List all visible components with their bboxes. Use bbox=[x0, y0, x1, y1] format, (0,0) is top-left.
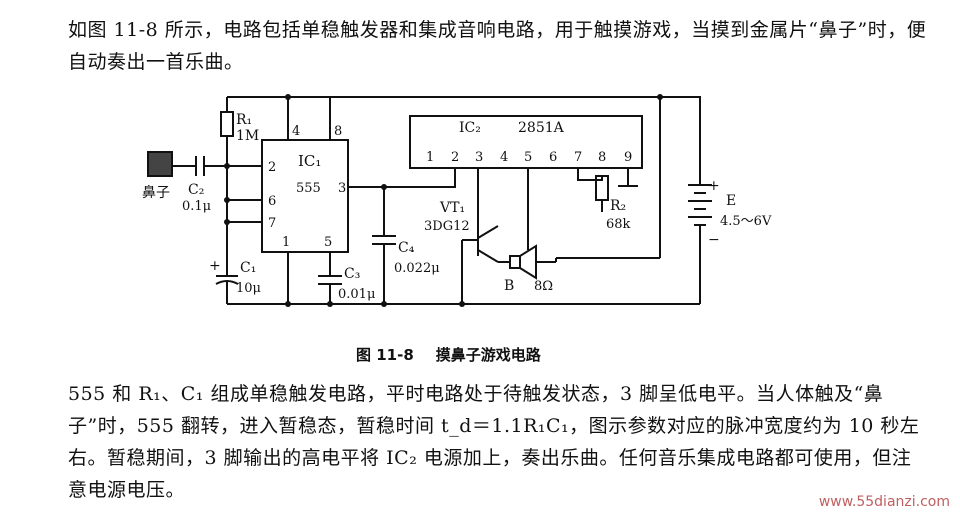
caption-title: 摸鼻子游戏电路 bbox=[435, 346, 541, 364]
ic1-type: 555 bbox=[296, 181, 321, 196]
speaker-label: B bbox=[504, 278, 514, 294]
r2-value: 68k bbox=[606, 217, 631, 232]
r1-label: R₁ bbox=[236, 112, 252, 128]
r2-label: R₂ bbox=[610, 198, 626, 214]
body-paragraph: 555 和 R₁、C₁ 组成单稳触发电路，平时电路处于待触发状态，3 脚呈低电平… bbox=[68, 383, 920, 501]
ic1-pin1: 1 bbox=[282, 235, 290, 250]
ic1-pin4: 4 bbox=[292, 124, 300, 139]
ic1-pin6: 6 bbox=[268, 194, 276, 209]
c1-label: C₁ bbox=[240, 260, 256, 276]
battery-label: E bbox=[726, 193, 736, 209]
metal-pad-nose bbox=[147, 151, 173, 177]
ic2-pin-1: 1 bbox=[426, 150, 434, 165]
speaker-value: 8Ω bbox=[534, 279, 553, 294]
c4-value: 0.022μ bbox=[394, 261, 440, 276]
ic2-type: 2851A bbox=[518, 120, 565, 136]
battery-minus: − bbox=[708, 232, 720, 248]
c3-value: 0.01μ bbox=[338, 287, 375, 302]
c2-value: 0.1μ bbox=[182, 199, 211, 214]
c4-label: C₄ bbox=[398, 240, 415, 256]
caption-number: 图 11-8 bbox=[356, 346, 414, 364]
c1-value: 10μ bbox=[236, 281, 261, 296]
ic1-pin7: 7 bbox=[268, 216, 276, 231]
watermark: www.55dianzi.com bbox=[818, 494, 950, 510]
nose-label: 鼻子 bbox=[142, 184, 170, 201]
battery-value: 4.5～6V bbox=[720, 214, 772, 229]
figure-caption: 图 11-8 摸鼻子游戏电路 bbox=[356, 344, 563, 365]
ic2-pin-9: 9 bbox=[624, 150, 632, 165]
ic1-label: IC₁ bbox=[298, 152, 321, 170]
ic2-pin-7: 7 bbox=[574, 150, 582, 165]
ic2-pin-5: 5 bbox=[524, 150, 532, 165]
ic2-pin-numbers: 1 2 3 4 5 6 7 8 9 bbox=[426, 150, 632, 165]
ic1-pin2: 2 bbox=[268, 160, 276, 175]
ic2-pin-8: 8 bbox=[598, 150, 606, 165]
ic1-pin5: 5 bbox=[324, 235, 332, 250]
vt1-type: 3DG12 bbox=[424, 219, 470, 234]
c2-label: C₂ bbox=[188, 182, 204, 198]
vt1-label: VT₁ bbox=[439, 200, 465, 216]
ic1-pin3: 3 bbox=[338, 181, 346, 196]
c3-label: C₃ bbox=[344, 266, 360, 282]
ic2-label: IC₂ bbox=[459, 120, 481, 136]
ic2-pin-6: 6 bbox=[549, 150, 557, 165]
ic1-pin8: 8 bbox=[334, 124, 342, 139]
c1-plus: + bbox=[209, 258, 221, 274]
ic2-pin-2: 2 bbox=[451, 150, 459, 165]
r1-value: 1M bbox=[236, 128, 259, 144]
ic2-pin-3: 3 bbox=[475, 150, 483, 165]
intro-paragraph: 如图 11-8 所示，电路包括单稳触发器和集成音响电路，用于触摸游戏，当摸到金属… bbox=[68, 19, 927, 73]
ic2-pin-4: 4 bbox=[500, 150, 508, 165]
battery-plus: + bbox=[708, 178, 720, 194]
